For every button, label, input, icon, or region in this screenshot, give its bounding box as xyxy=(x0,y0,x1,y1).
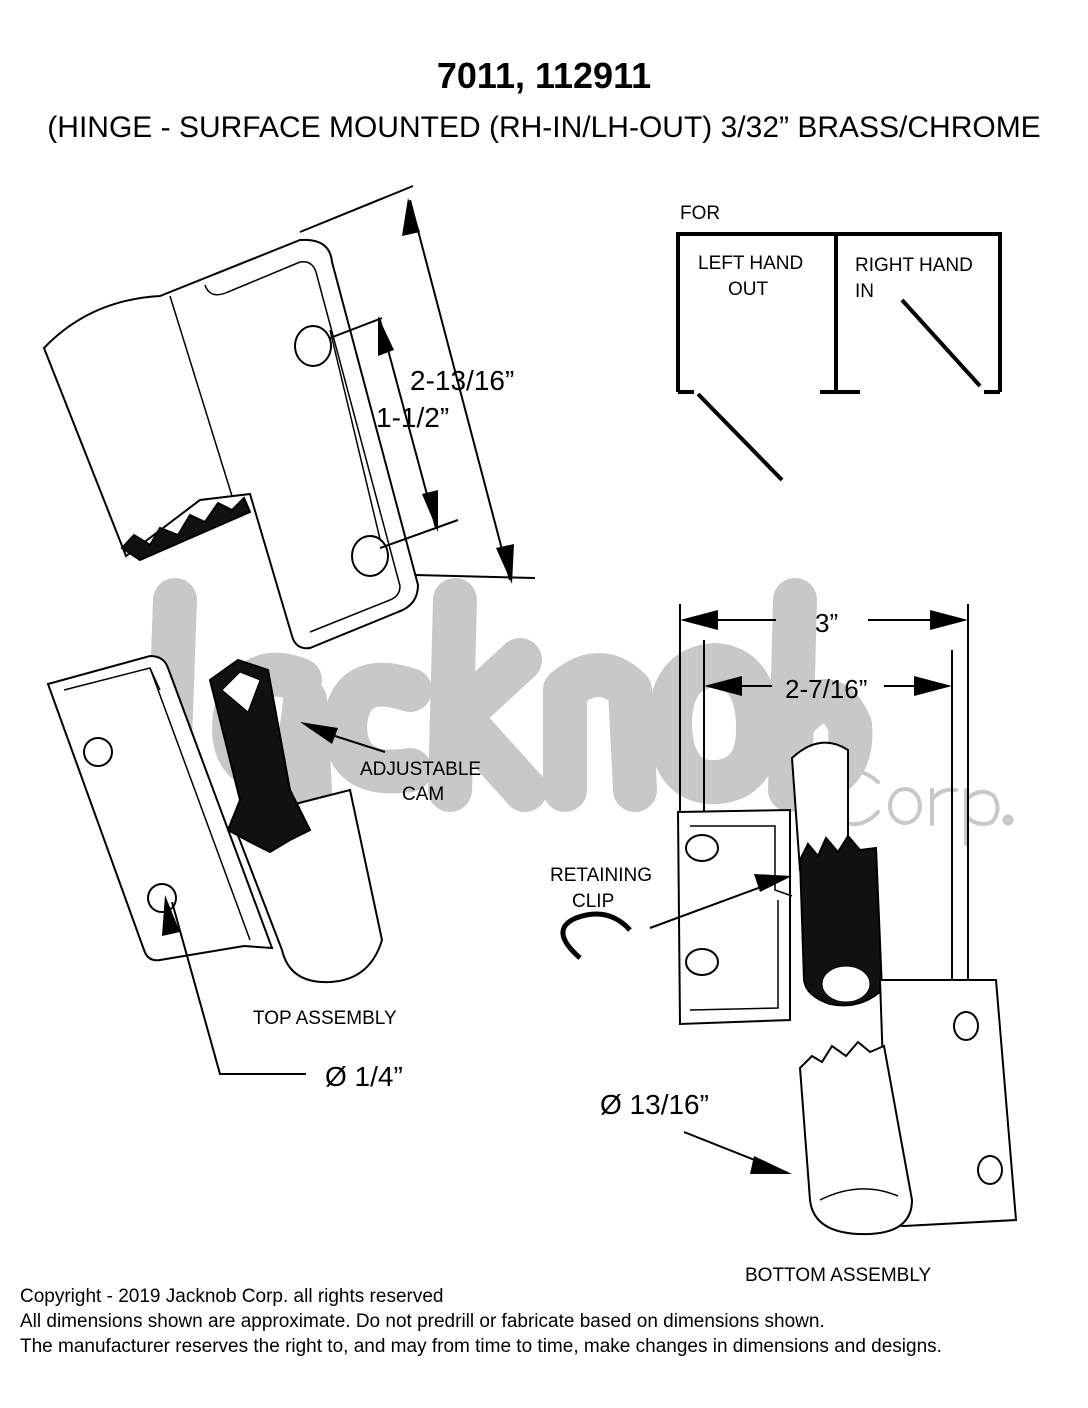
page-title: 7011, 112911 xyxy=(437,55,651,96)
right-hand-label: RIGHT HAND xyxy=(855,255,973,276)
bottom-assembly-drawing: 3” 2-7/16” RETAINING CLIP Ø 13/16” BOTTO… xyxy=(550,604,1018,1286)
pin-diameter-dimension: Ø 1/4” xyxy=(325,1061,403,1092)
retaining-clip-label: RETAINING xyxy=(550,865,652,886)
clip-label: CLIP xyxy=(572,891,614,912)
footer: Copyright - 2019 Jacknob Corp. all right… xyxy=(20,1286,942,1357)
right-hand-in-label: IN xyxy=(855,281,874,302)
overall-width-dimension: 3” xyxy=(815,608,838,638)
barrel-diameter-dimension: Ø 13/16” xyxy=(600,1089,709,1120)
dimensions-disclaimer: All dimensions shown are approximate. Do… xyxy=(20,1311,825,1332)
overall-height-dimension: 2-13/16” xyxy=(410,365,514,396)
bottom-assembly-label: BOTTOM ASSEMBLY xyxy=(745,1265,932,1286)
top-assembly-label: TOP ASSEMBLY xyxy=(253,1008,397,1029)
cam-label: CAM xyxy=(402,784,444,805)
door-handing-diagram: FOR LEFT HAND OUT RIGHT HAND IN xyxy=(676,203,1002,482)
changes-notice: The manufacturer reserves the right to, … xyxy=(20,1336,942,1357)
leaf-width-dimension: 2-7/16” xyxy=(785,674,867,704)
page-subtitle: (HINGE - SURFACE MOUNTED (RH-IN/LH-OUT) … xyxy=(47,111,1040,144)
copyright-notice: Copyright - 2019 Jacknob Corp. all right… xyxy=(20,1286,443,1307)
left-hand-out-label: OUT xyxy=(728,279,769,300)
left-hand-label: LEFT HAND xyxy=(698,253,803,274)
top-assembly-drawing: ADJUSTABLE CAM TOP ASSEMBLY Ø 1/4” xyxy=(46,654,481,1092)
for-label: FOR xyxy=(680,203,720,224)
upper-hinge-drawing: 2-13/16” 1-1/2” xyxy=(42,185,536,650)
adjustable-cam-label: ADJUSTABLE xyxy=(360,759,481,780)
hole-spacing-dimension: 1-1/2” xyxy=(376,402,449,433)
